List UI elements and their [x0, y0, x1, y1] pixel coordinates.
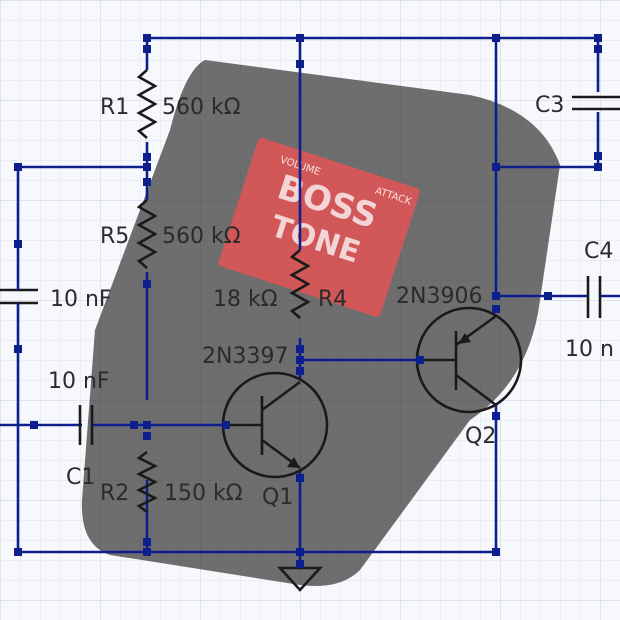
- resistor-r1: [136, 69, 158, 139]
- capacitor-c1: [78, 405, 94, 445]
- q2-part-label: 2N3906: [396, 284, 482, 309]
- resistor-r5: [136, 199, 158, 269]
- resistor-r2: [136, 450, 158, 514]
- q2-ref-label: Q2: [465, 424, 496, 449]
- r5-value-label: 560 kΩ: [162, 224, 241, 249]
- q1-ref-label: Q1: [262, 485, 293, 510]
- r4-value-label: 18 kΩ: [213, 287, 278, 312]
- capacitor-c2: [0, 285, 38, 308]
- r4-ref-label: R4: [318, 287, 347, 312]
- junction-nodes: [14, 34, 602, 568]
- r5-ref-label: R5: [100, 224, 129, 249]
- resistor-r4: [289, 249, 311, 319]
- q1-part-label: 2N3397: [202, 344, 288, 369]
- capacitor-c4: [586, 276, 602, 318]
- r2-value-label: 150 kΩ: [164, 481, 243, 506]
- c3-ref-label: C3: [535, 93, 564, 118]
- c2-value-label: 10 nF: [50, 287, 112, 312]
- c1-value-label: 10 nF: [48, 369, 110, 394]
- pedal-label-plate: [218, 137, 420, 317]
- r1-ref-label: R1: [100, 95, 129, 120]
- capacitor-c3: [572, 95, 620, 111]
- c1-ref-label: C1: [66, 465, 95, 490]
- c4-ref-label: C4: [584, 239, 613, 264]
- c4-value-label: 10 n: [565, 337, 614, 362]
- r1-value-label: 560 kΩ: [162, 95, 241, 120]
- r2-ref-label: R2: [100, 481, 129, 506]
